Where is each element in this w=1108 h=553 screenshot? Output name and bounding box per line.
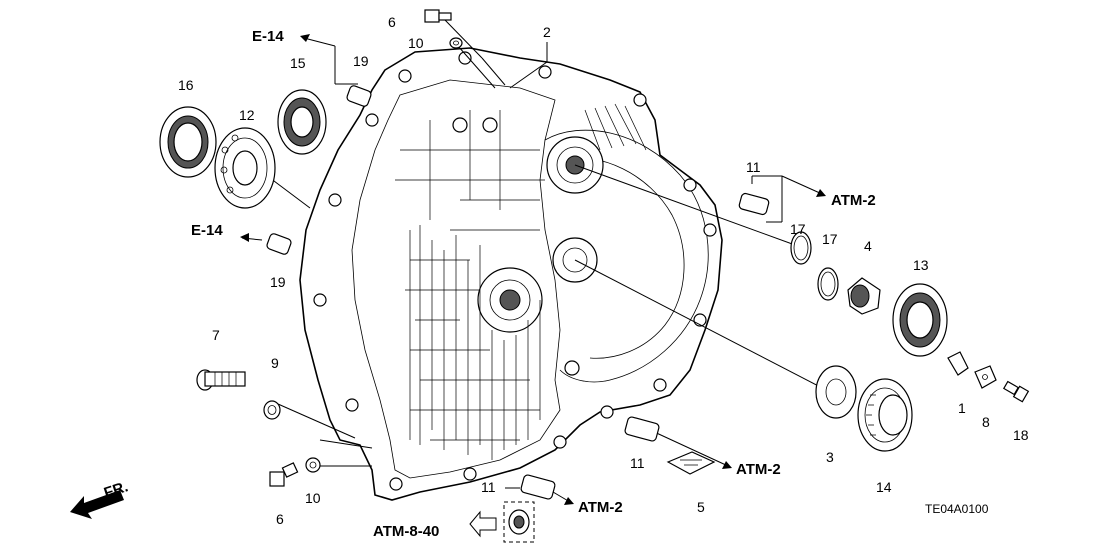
transmission-case <box>299 47 723 501</box>
callout-11-top: 11 <box>746 159 761 175</box>
bolt-6-bottom <box>269 462 299 487</box>
callout-numbers: 1 2 3 4 5 6 6 7 8 9 10 10 11 11 11 12 13… <box>178 14 1029 527</box>
callout-11-mid: 11 <box>630 455 645 471</box>
plug-7 <box>196 369 246 391</box>
dowel-pin-11-mid <box>624 416 660 442</box>
callout-6-bottom: 6 <box>276 511 284 527</box>
ref-atm2-mid: ATM-2 <box>736 461 781 478</box>
dowel-pin-11-top <box>738 192 770 216</box>
callout-13: 13 <box>913 257 929 273</box>
ref-atm2-top: ATM-2 <box>831 192 876 209</box>
callout-17b: 17 <box>822 231 838 247</box>
callout-8: 8 <box>982 414 990 430</box>
washer-9 <box>263 400 281 420</box>
callout-9: 9 <box>271 355 279 371</box>
snap-ring-17b <box>817 267 839 301</box>
callout-16: 16 <box>178 77 194 93</box>
callout-10-top: 10 <box>408 35 424 51</box>
callout-10-bottom: 10 <box>305 490 321 506</box>
catalog-code: TE04A0100 <box>925 502 989 516</box>
callout-11-bottom: 11 <box>481 479 496 495</box>
callout-19-top: 19 <box>353 53 369 69</box>
clip-1 <box>947 351 969 376</box>
callout-5: 5 <box>697 499 705 515</box>
ref-atm2-bottom: ATM-2 <box>578 499 623 516</box>
shim-3 <box>815 365 857 419</box>
ref-e14-top: E-14 <box>252 28 284 45</box>
callout-14: 14 <box>876 479 892 495</box>
callout-1: 1 <box>958 400 966 416</box>
snap-ring-17a <box>790 231 812 265</box>
washer-10-bottom <box>305 457 321 473</box>
bolt-6-top <box>424 9 452 23</box>
ball-bearing-15 <box>277 89 327 155</box>
dowel-pin-19-mid <box>266 233 292 255</box>
strainer-5 <box>666 451 716 475</box>
callout-15: 15 <box>290 55 306 71</box>
reference-arrows <box>240 34 826 538</box>
front-direction-arrow <box>70 490 124 519</box>
dowel-pin-19-top <box>346 85 372 107</box>
ball-bearing-12 <box>214 127 276 209</box>
bracket-8 <box>974 365 997 389</box>
callout-4: 4 <box>864 238 872 254</box>
ref-e14-mid: E-14 <box>191 222 223 239</box>
front-direction-label: FR. <box>102 478 130 502</box>
callout-2: 2 <box>543 24 551 40</box>
callout-18: 18 <box>1013 427 1029 443</box>
callout-3: 3 <box>826 449 834 465</box>
washer-10-top <box>449 37 463 49</box>
callout-17a: 17 <box>790 221 806 237</box>
roller-bearing-14 <box>857 378 913 452</box>
ball-bearing-13 <box>892 283 948 357</box>
callout-19-mid: 19 <box>270 274 286 290</box>
callout-12: 12 <box>239 107 255 123</box>
ref-atm-8-40: ATM-8-40 <box>373 523 439 540</box>
reference-labels: E-14 E-14 ATM-2 ATM-2 ATM-2 ATM-8-40 <box>191 28 876 540</box>
plate-4 <box>847 277 881 315</box>
callout-7: 7 <box>212 327 220 343</box>
callout-6-top: 6 <box>388 14 396 30</box>
seal-atm-8-40 <box>503 501 535 543</box>
bolt-18 <box>1002 380 1030 403</box>
oil-seal-16 <box>159 106 217 178</box>
dowel-pin-11-bottom <box>520 474 556 500</box>
